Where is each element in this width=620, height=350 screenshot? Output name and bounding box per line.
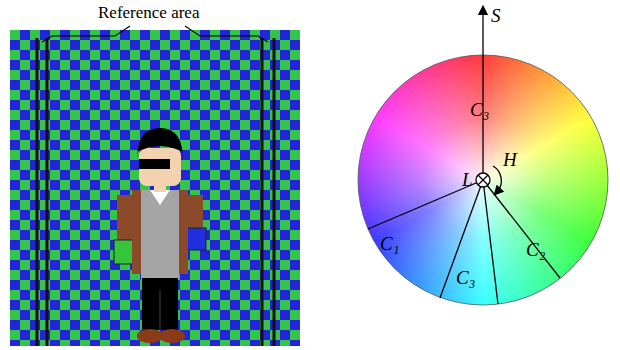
cluster-label: C₃ <box>456 268 475 289</box>
angle-label: H <box>503 150 517 171</box>
center-label: L <box>462 170 473 191</box>
cluster-label: C₂ <box>526 240 545 261</box>
cluster-label: C₃ <box>470 100 489 121</box>
cluster-label: C₁ <box>380 234 399 255</box>
checkerboard-background <box>10 30 300 346</box>
reference-bracket <box>42 26 268 42</box>
axis-label: S <box>491 6 501 27</box>
area-label: Reference area <box>98 4 199 23</box>
person-figure <box>114 128 206 343</box>
reference-strip <box>37 38 274 346</box>
